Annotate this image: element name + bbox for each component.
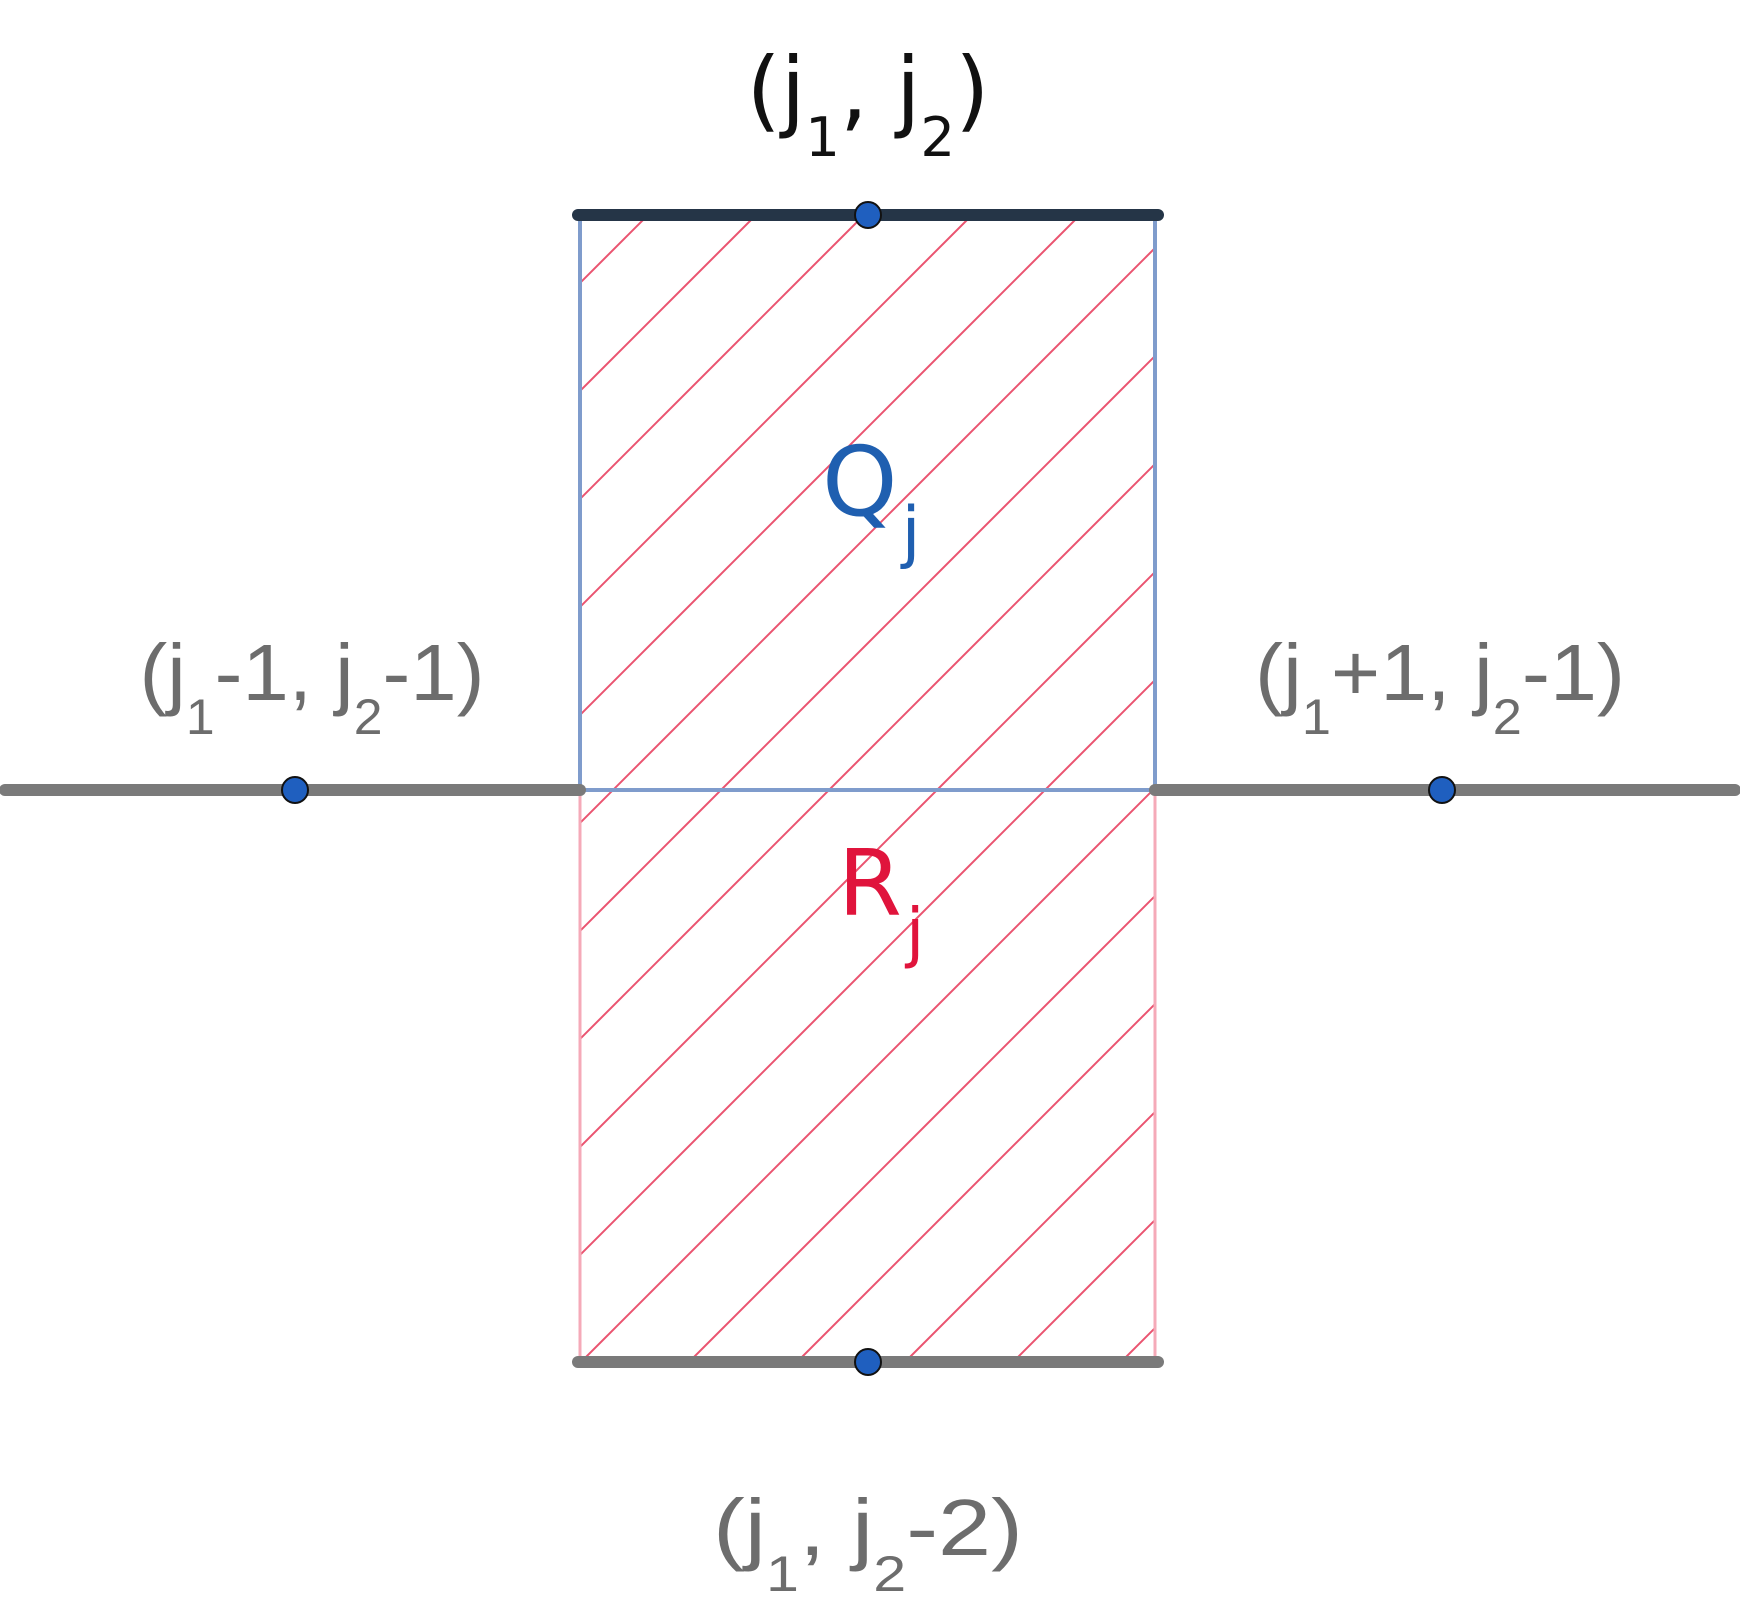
hatch-line <box>580 462 1155 1041</box>
hatch-line <box>798 1002 1155 1360</box>
hatch-line <box>582 786 1155 1360</box>
hatch-line <box>580 570 1155 1149</box>
label-top: (j1, j2) <box>747 38 990 169</box>
label-bottom: (j1, j2-2) <box>713 1483 1023 1602</box>
hatch-line <box>580 215 1081 717</box>
hatch-line <box>906 1110 1155 1360</box>
hatch-pattern <box>580 215 1155 1360</box>
point-right <box>1428 776 1456 804</box>
hatch-line <box>580 246 1155 825</box>
point-left <box>281 776 309 804</box>
point-bottom <box>854 1348 882 1376</box>
hatch-line <box>690 894 1155 1360</box>
hatch-line <box>580 215 973 609</box>
label-q-region: Qj <box>822 426 920 572</box>
hatch-line <box>580 215 865 501</box>
point-top <box>854 201 882 229</box>
label-r-region: Rj <box>838 830 924 971</box>
hatch-line <box>580 354 1155 933</box>
hatch-line <box>580 678 1155 1257</box>
